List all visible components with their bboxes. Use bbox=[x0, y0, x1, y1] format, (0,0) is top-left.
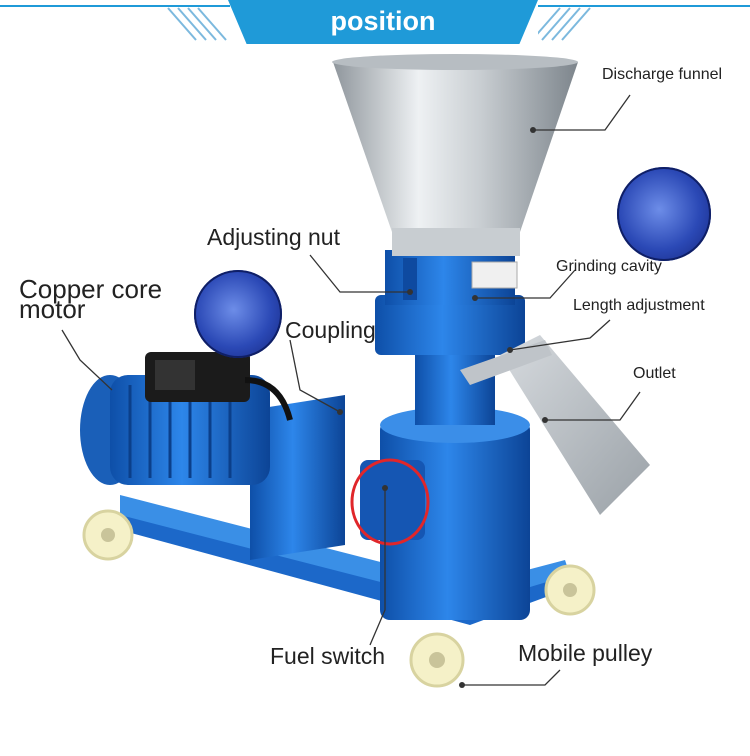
leader-lines bbox=[61, 94, 641, 686]
label-discharge-funnel: Discharge funnel bbox=[602, 66, 723, 83]
fuel-switch-gearbox bbox=[360, 460, 425, 540]
label-fuel-switch: Fuel switch bbox=[270, 643, 386, 669]
label-copper-core-motor-line1: Copper core bbox=[19, 274, 163, 304]
wheels bbox=[82, 509, 596, 688]
label-grinding-cavity: Grinding cavity bbox=[556, 258, 662, 275]
motor bbox=[80, 352, 293, 485]
motor-stand bbox=[250, 395, 345, 560]
grinding-body bbox=[375, 250, 530, 620]
label-outlet: Outlet bbox=[633, 365, 676, 382]
page-title: position bbox=[330, 6, 436, 36]
label-length-adjustment: Length adjustment bbox=[573, 297, 705, 314]
label-coupling: Coupling bbox=[285, 317, 376, 343]
fuel-switch-highlight bbox=[350, 458, 430, 546]
header-banner bbox=[228, 0, 538, 44]
label-mobile-pulley: Mobile pulley bbox=[518, 640, 653, 666]
grinding-cavity-detail bbox=[617, 167, 711, 261]
left-hatch-decoration bbox=[0, 5, 230, 41]
label-copper-core-motor-line2: motor bbox=[19, 294, 86, 324]
coupling-detail bbox=[194, 270, 282, 358]
leader-dots bbox=[337, 127, 548, 688]
outlet-chute bbox=[460, 335, 650, 515]
discharge-funnel bbox=[332, 54, 578, 256]
label-adjusting-nut: Adjusting nut bbox=[207, 224, 340, 250]
right-hatch-decoration bbox=[538, 5, 750, 41]
